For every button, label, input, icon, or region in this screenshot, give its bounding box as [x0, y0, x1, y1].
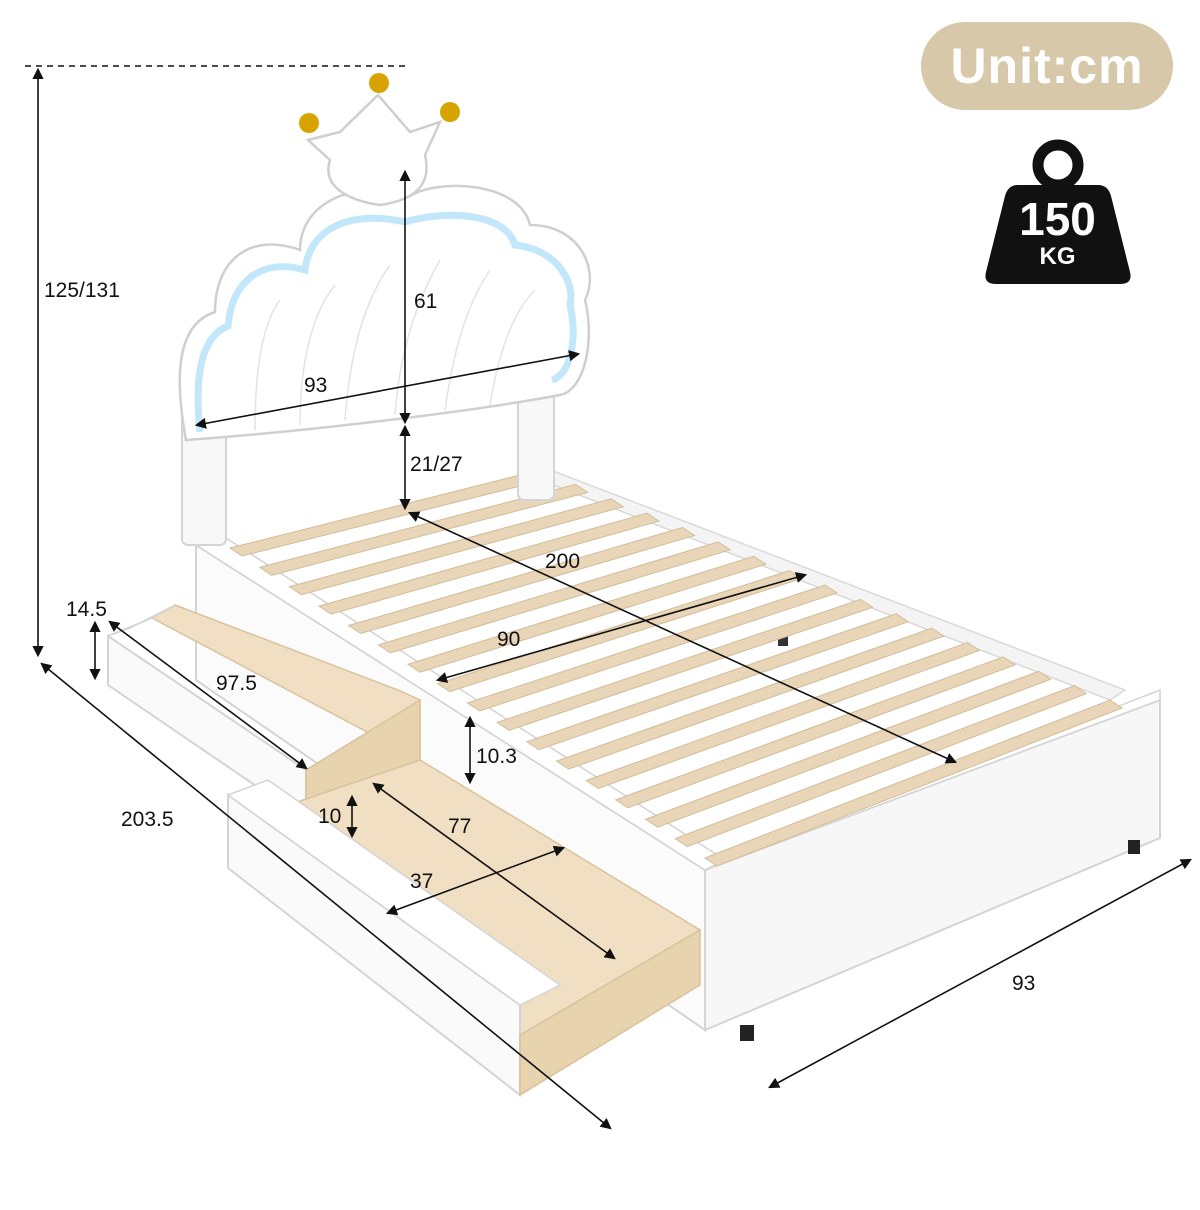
- headboard-width-label: 93: [304, 374, 328, 397]
- total-height-label: 125/131: [44, 279, 120, 302]
- headboard-width-line: [194, 350, 581, 429]
- weight-icon: [985, 139, 1131, 284]
- frame-height-label: 10.3: [476, 745, 517, 768]
- drawer-depth-label: 10: [318, 805, 342, 828]
- total-length-line: [40, 662, 612, 1130]
- total-width-label: 93: [1012, 972, 1036, 995]
- headboard-height-label: 61: [414, 290, 438, 313]
- unit-badge: Unit:cm: [921, 22, 1173, 110]
- slat: [317, 512, 661, 615]
- drawer-inner-length-label: 77: [448, 815, 472, 838]
- weight-value: 150: [1019, 193, 1096, 245]
- headboard: [178, 73, 592, 546]
- inner-width-label: 90: [497, 628, 521, 651]
- total-width-line: [768, 858, 1192, 1089]
- weight-unit: KG: [1039, 243, 1076, 270]
- clearance-height-label: 21/27: [410, 453, 463, 476]
- total-length-label: 203.5: [121, 808, 174, 831]
- dimension-lines: [25, 65, 1192, 1130]
- unit-label: Unit:cm: [950, 38, 1144, 94]
- drawer-inner-width-label: 37: [410, 870, 434, 893]
- inner-width-line: [435, 572, 808, 683]
- slat: [525, 613, 910, 751]
- drawer-length-label: 97.5: [216, 672, 257, 695]
- side-height-label: 14.5: [66, 598, 107, 621]
- slat: [703, 699, 1124, 867]
- inner-length-label: 200: [545, 550, 581, 573]
